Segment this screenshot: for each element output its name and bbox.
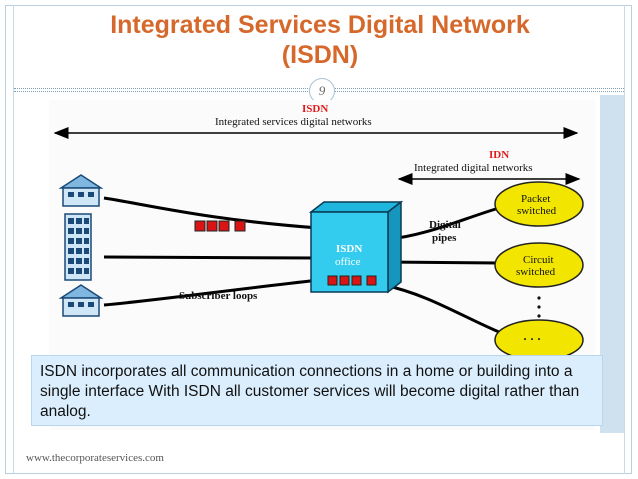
diagram-svg: ISDN Integrated services digital network… — [53, 103, 584, 361]
title-line-1: Integrated Services Digital Network — [110, 11, 530, 39]
page-number: 9 — [309, 78, 335, 104]
isdn-office-cube — [308, 200, 404, 294]
circuit-label-2: switched — [516, 266, 556, 278]
title-line-2: (ISDN) — [281, 41, 359, 69]
idn-sublabel: Integrated digital networks — [414, 162, 533, 174]
digital-pipe-middle — [383, 260, 500, 265]
other-services-label: · · · — [523, 332, 541, 346]
house-icon-top — [58, 174, 104, 207]
subscriber-loop-bottom — [103, 278, 320, 307]
office-label-1: ISDN — [336, 243, 362, 255]
footer-url[interactable]: www.thecorporateservices.com — [26, 452, 164, 464]
digital-pipes-label-1: Digital — [429, 219, 461, 231]
subscriber-loops-label: Subscriber loops — [179, 290, 258, 302]
circuit-label-1: Circuit — [523, 254, 554, 266]
left-rule — [13, 5, 14, 474]
office-label-2: office — [335, 256, 361, 268]
vertical-dots — [537, 296, 541, 318]
isdn-label: ISDN — [302, 103, 328, 115]
right-rule — [624, 5, 625, 474]
packet-train-loop — [194, 220, 246, 232]
house-icon-bottom — [58, 284, 104, 317]
subscriber-loop-middle — [103, 255, 320, 260]
slide-title: Integrated Services Digital Network (ISD… — [40, 10, 600, 70]
packet-label-1: Packet — [521, 193, 550, 205]
office-building-icon — [64, 213, 92, 281]
packet-switched-node — [494, 181, 584, 227]
digital-pipe-bottom — [383, 283, 500, 334]
caption-box: ISDN incorporates all communication conn… — [31, 355, 603, 426]
idn-label: IDN — [489, 149, 509, 161]
subscriber-loop-top — [103, 196, 320, 230]
packet-label-2: switched — [517, 205, 557, 217]
circuit-switched-node — [494, 242, 584, 288]
isdn-sublabel: Integrated services digital networks — [215, 116, 372, 128]
digital-pipes-label-2: pipes — [432, 232, 457, 244]
right-strip — [600, 95, 624, 433]
